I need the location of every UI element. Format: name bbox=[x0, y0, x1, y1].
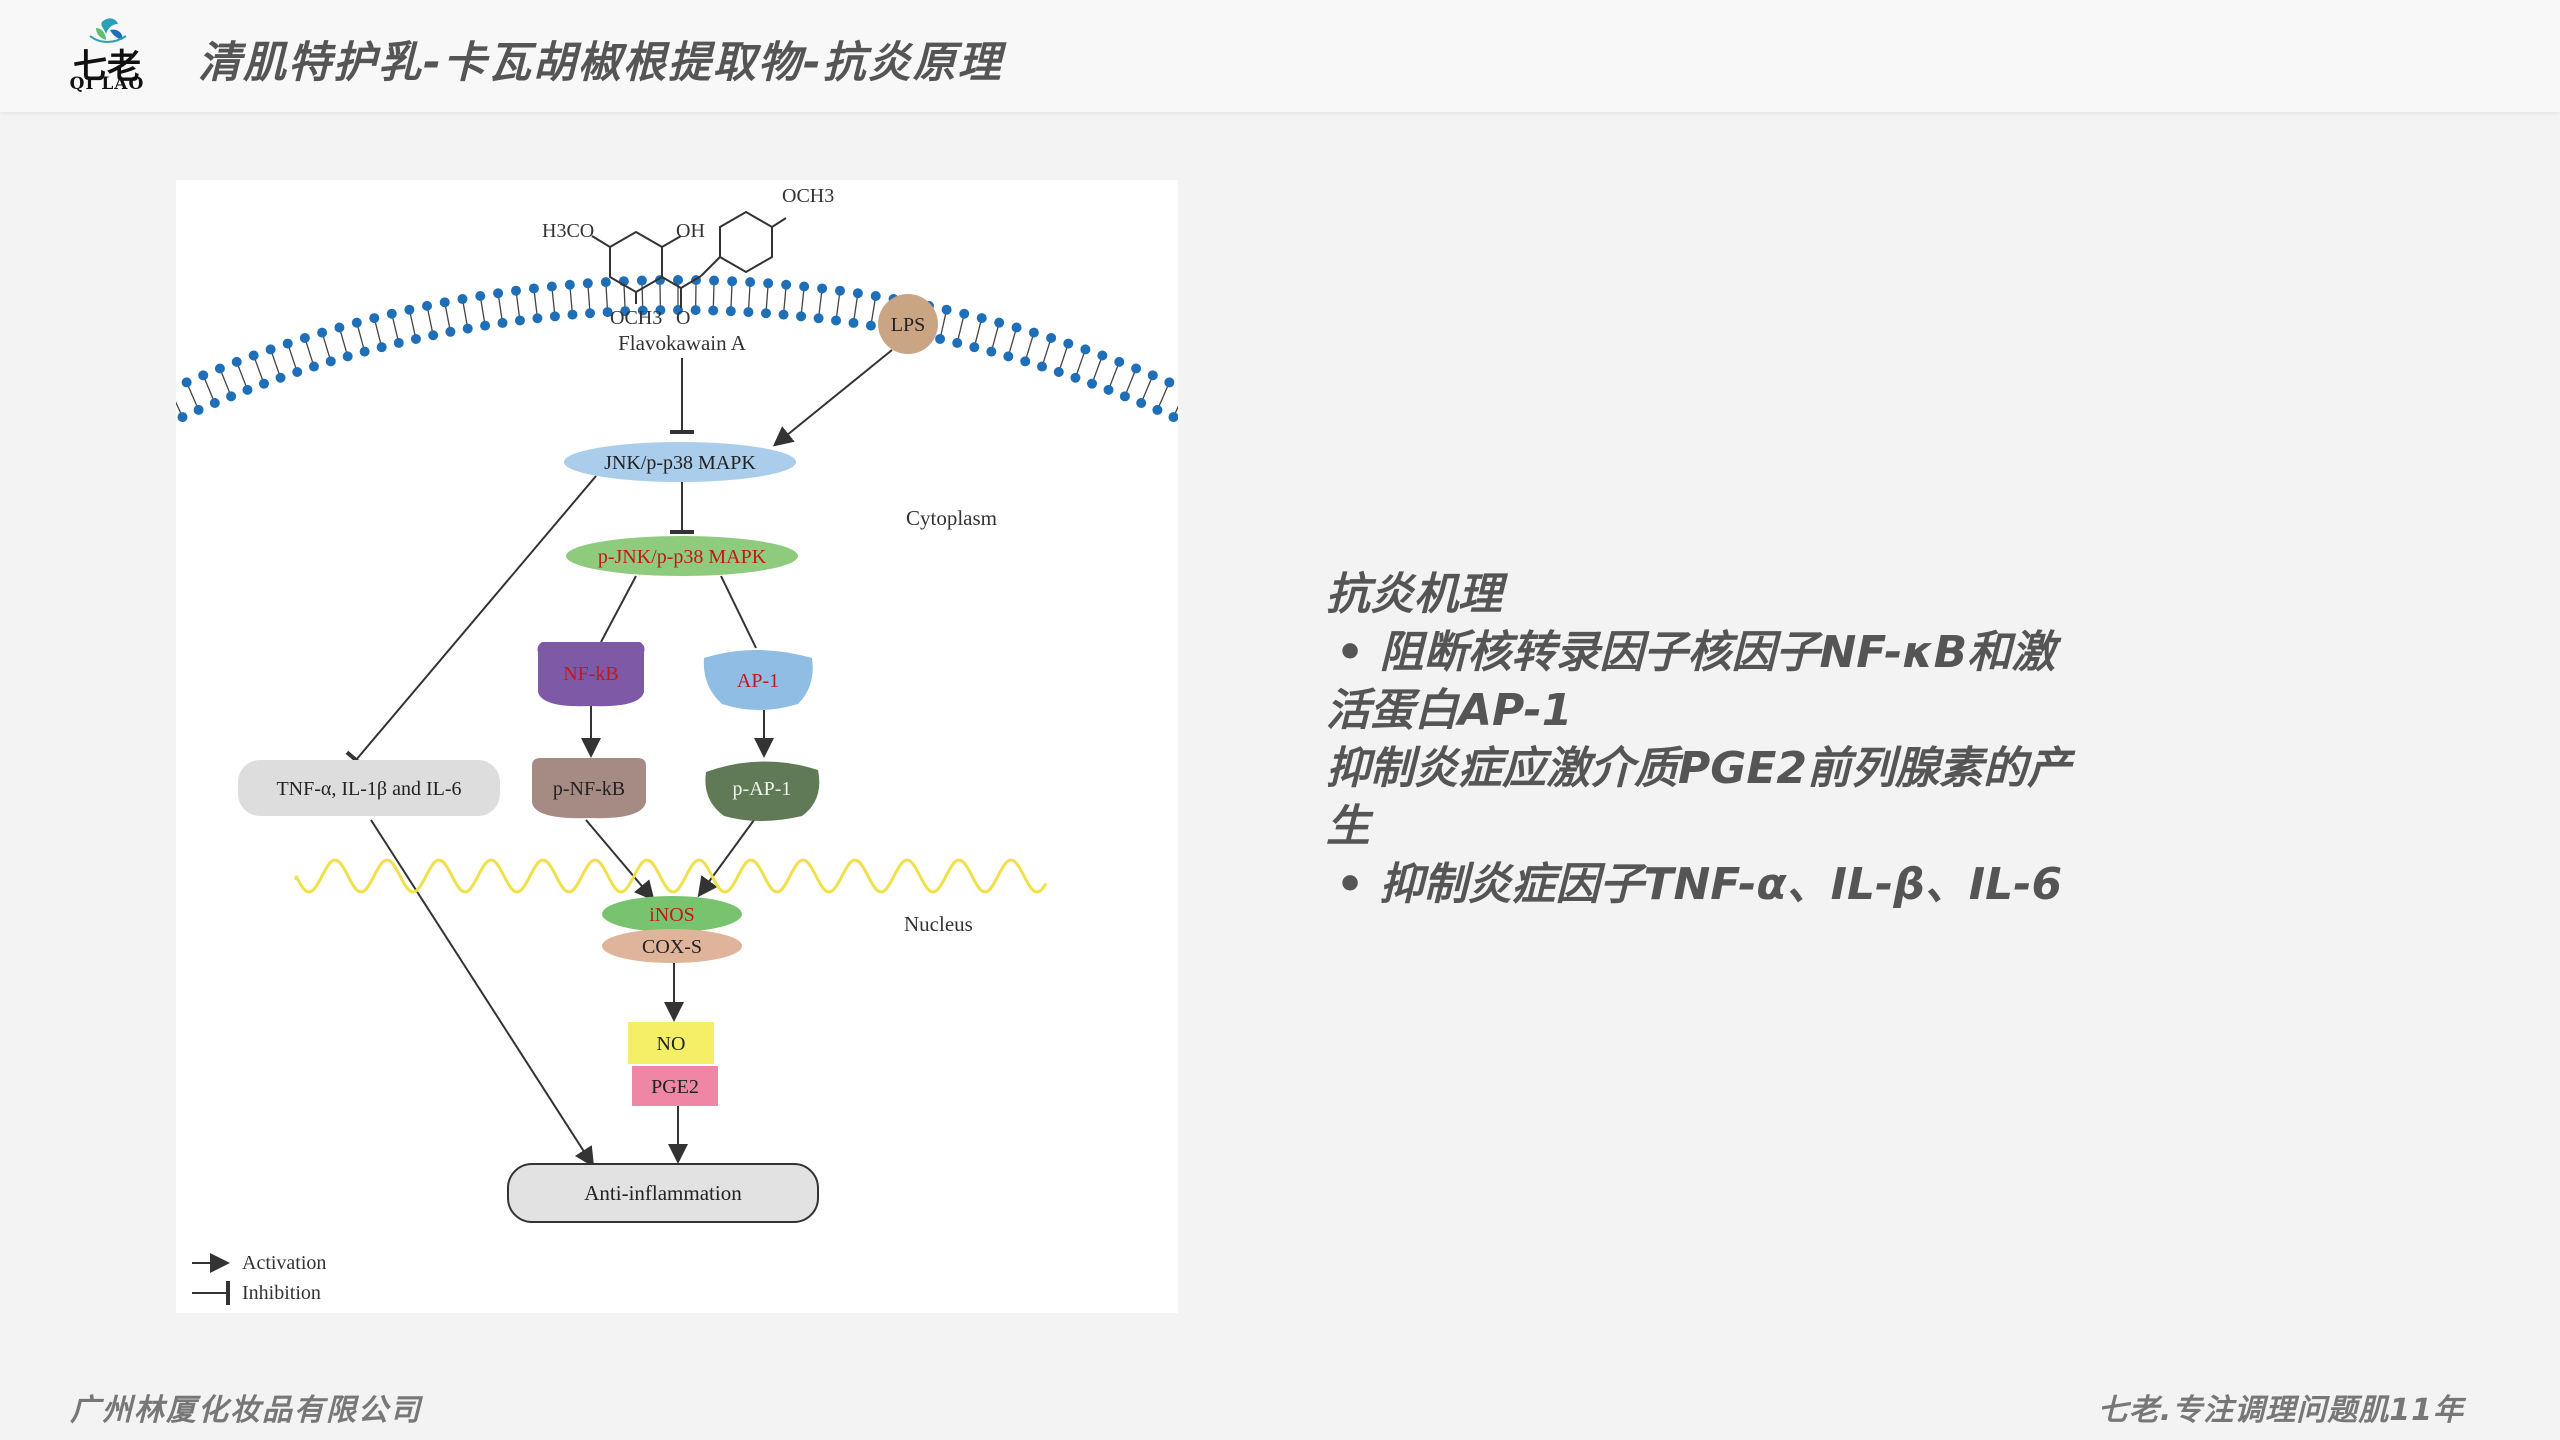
p-mapk-label: p-JNK/p-p38 MAPK bbox=[598, 546, 767, 568]
p-mapk-node bbox=[566, 536, 798, 576]
p-nfkb-label: p-NF-kB bbox=[553, 778, 625, 800]
mechanism-line-2-cont: 生 bbox=[1326, 801, 1370, 852]
p-ap1-label: p-AP-1 bbox=[733, 778, 792, 800]
mechanism-bullet-1-text: 阻断核转录因子核因子NF-κB和激 bbox=[1379, 627, 2056, 678]
footer-slogan: 七老.专注调理问题肌11年 bbox=[2097, 1393, 2464, 1428]
tnf-node bbox=[238, 760, 500, 816]
no-label: NO bbox=[657, 1033, 686, 1055]
legend-activation: Activation bbox=[242, 1252, 326, 1274]
pge2-label: PGE2 bbox=[651, 1076, 699, 1098]
legend: Activation Inhibition bbox=[192, 1252, 326, 1305]
mapk-label: JNK/p-p38 MAPK bbox=[604, 452, 756, 474]
nuclear-envelope bbox=[294, 858, 1048, 894]
anti-inflammation-node bbox=[507, 1163, 819, 1223]
group-h3co: H3CO bbox=[542, 220, 594, 242]
header-bar: 七老 QI LAO 清肌特护乳-卡瓦胡椒根提取物-抗炎原理 bbox=[0, 0, 2560, 112]
logo-glyph: 七老 bbox=[73, 48, 141, 86]
group-oh: OH bbox=[676, 220, 705, 242]
cox-node bbox=[602, 929, 742, 963]
logo-text: QI LAO bbox=[69, 74, 145, 94]
mechanism-bullet-1: • 阻断核转录因子核因子NF-κB和激 bbox=[1336, 627, 2056, 678]
anti-inflammation-label: Anti-inflammation bbox=[584, 1181, 742, 1205]
group-och3-bottom: OCH3 bbox=[610, 307, 662, 329]
mechanism-bullet-3-text: 抑制炎症因子TNF-α、IL-β、IL-6 bbox=[1379, 859, 2063, 910]
tnf-label: TNF-α, IL-1β and IL-6 bbox=[276, 778, 461, 800]
no-node bbox=[628, 1022, 714, 1064]
pathway-diagram: OCH3 H3CO OH OCH3 O Flavokawain A LPS JN… bbox=[176, 185, 1178, 1305]
mechanism-text: 抗炎机理 • 阻断核转录因子核因子NF-κB和激 活蛋白AP-1 抑制炎症应激介… bbox=[1326, 566, 2146, 914]
p-ap1-node bbox=[705, 761, 820, 821]
company-name: 广州林厦化妆品有限公司 bbox=[70, 1393, 422, 1428]
ap1-node bbox=[703, 650, 813, 710]
lps-label: LPS bbox=[891, 314, 925, 336]
pathway-figure: OCH3 H3CO OH OCH3 O Flavokawain A LPS JN… bbox=[176, 180, 1178, 1313]
mechanism-bullet-3: • 抑制炎症因子TNF-α、IL-β、IL-6 bbox=[1336, 859, 2063, 910]
p-nfkb-node bbox=[532, 758, 646, 819]
nucleus-label: Nucleus bbox=[904, 912, 973, 936]
page-title: 清肌特护乳-卡瓦胡椒根提取物-抗炎原理 bbox=[198, 38, 1003, 88]
inos-label: iNOS bbox=[649, 904, 695, 926]
cox-label: COX-S bbox=[642, 936, 702, 958]
inos-node bbox=[602, 896, 742, 932]
pathway-arrows bbox=[345, 349, 893, 1168]
brand-logo: 七老 bbox=[73, 18, 141, 86]
cell-membrane bbox=[176, 275, 1178, 423]
nfkb-node bbox=[537, 642, 645, 707]
mapk-node bbox=[564, 442, 796, 482]
compound-label: Flavokawain A bbox=[618, 331, 747, 355]
group-o: O bbox=[676, 307, 690, 329]
ap1-label: AP-1 bbox=[737, 670, 779, 692]
pge2-node bbox=[632, 1066, 718, 1106]
cytoplasm-label: Cytoplasm bbox=[906, 506, 997, 530]
group-och3-top: OCH3 bbox=[782, 185, 834, 207]
mechanism-heading: 抗炎机理 bbox=[1326, 569, 1502, 620]
nfkb-label: NF-kB bbox=[563, 663, 619, 685]
mechanism-bullet-1-cont: 活蛋白AP-1 bbox=[1326, 685, 1573, 736]
mechanism-line-2: 抑制炎症应激介质PGE2前列腺素的产 bbox=[1326, 743, 2072, 794]
flavokawain-structure bbox=[591, 210, 787, 308]
lps-node bbox=[878, 294, 938, 354]
legend-inhibition: Inhibition bbox=[242, 1282, 321, 1304]
